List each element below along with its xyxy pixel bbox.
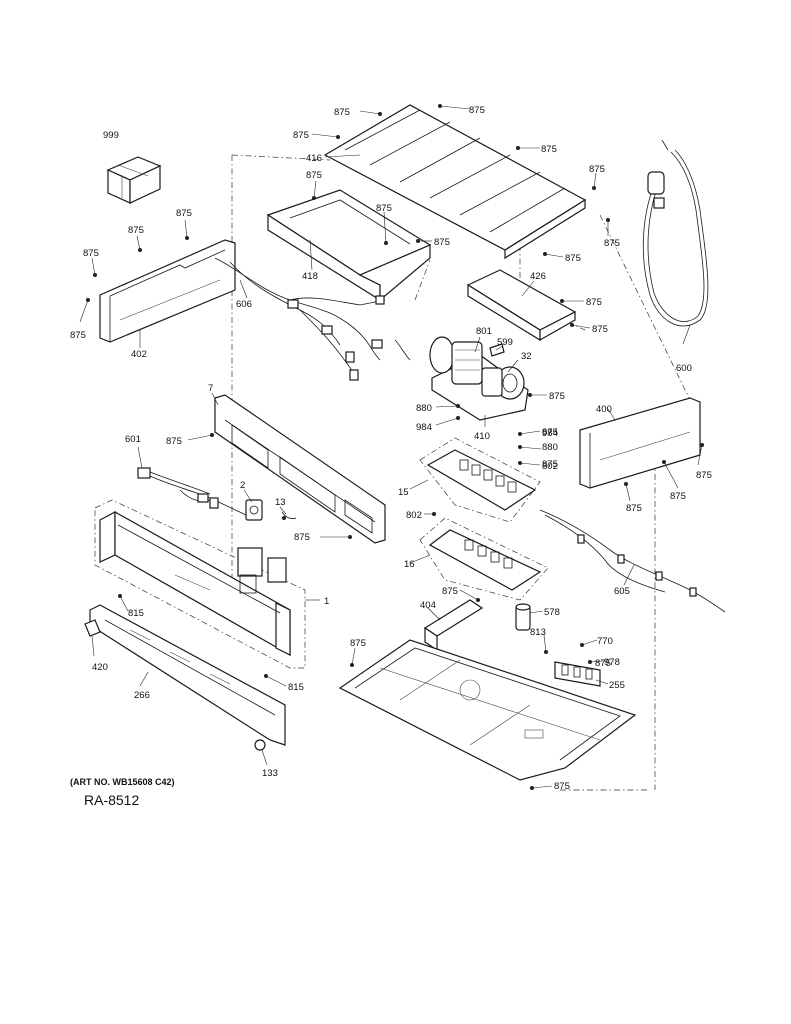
leader-lines xyxy=(79,104,704,790)
part-999-box xyxy=(106,156,162,204)
callout-label: 32 xyxy=(521,351,532,362)
callout-label: 402 xyxy=(131,349,147,360)
callout-label: 875 xyxy=(670,491,686,502)
callout-label: 875 xyxy=(166,436,182,447)
callout-label: 984 xyxy=(416,422,432,433)
callout-label: 875 xyxy=(176,208,192,219)
part-2-switch xyxy=(245,499,263,521)
callout-label: 880 xyxy=(542,442,558,453)
callout-label: 875 xyxy=(293,130,309,141)
part-402-side-panel xyxy=(99,239,236,343)
callout-label: 255 xyxy=(609,680,625,691)
part-416-top-cover xyxy=(323,104,587,260)
callout-label: 15 xyxy=(398,487,409,498)
callout-label: 875 xyxy=(128,225,144,236)
callout-label: 1 xyxy=(324,596,329,607)
callout-label: 880 xyxy=(416,403,432,414)
callout-label: 400 xyxy=(596,404,612,415)
callout-label: 875 xyxy=(350,638,366,649)
callout-label: 875 xyxy=(554,781,570,792)
callout-label: 606 xyxy=(236,299,252,310)
callout-label: 875 xyxy=(469,105,485,116)
callout-label: 984 xyxy=(542,428,558,439)
part-1-control-panel xyxy=(94,499,306,669)
callout-label: 875 xyxy=(306,170,322,181)
part-418-duct-cover xyxy=(266,189,432,302)
callout-label: 813 xyxy=(530,627,546,638)
callout-label: 875 xyxy=(542,459,558,470)
callout-label: 410 xyxy=(474,431,490,442)
callout-label: 600 xyxy=(676,363,692,374)
callout-label: 13 xyxy=(275,497,286,508)
callout-label: 875 xyxy=(565,253,581,264)
callout-label: 875 xyxy=(541,144,557,155)
part-606-wire-harness xyxy=(214,257,411,381)
part-578-capacitor xyxy=(515,603,531,631)
part-600-power-cord xyxy=(642,139,709,327)
callout-label: 875 xyxy=(376,203,392,214)
callout-label: 2 xyxy=(240,480,245,491)
callout-label: 578 xyxy=(544,607,560,618)
callout-label: 875 xyxy=(83,248,99,259)
part-601-harness xyxy=(137,467,253,519)
diagram-code: RA-8512 xyxy=(84,792,139,808)
callout-label: 605 xyxy=(614,586,630,597)
callout-label: 875 xyxy=(70,330,86,341)
callout-label: 802 xyxy=(406,510,422,521)
part-16-relay-board xyxy=(419,517,549,601)
part-605-harness xyxy=(539,509,726,613)
callout-labels: 875 875 875 416 875 875 875 875 875 875 … xyxy=(70,105,712,792)
part-426-bracket xyxy=(466,269,577,342)
art-number: (ART NO. WB15608 C42) xyxy=(70,777,175,787)
callout-label: 999 xyxy=(103,130,119,141)
callout-label: 875 xyxy=(595,658,611,669)
part-7-control-frame xyxy=(214,394,386,544)
part-404-bracket xyxy=(423,599,484,652)
callout-label: 815 xyxy=(288,682,304,693)
callout-label: 875 xyxy=(549,391,565,402)
callout-label: 601 xyxy=(125,434,141,445)
callout-label: 875 xyxy=(604,238,620,249)
callout-label: 875 xyxy=(586,297,602,308)
callout-label: 599 xyxy=(497,337,513,348)
callout-label: 875 xyxy=(434,237,450,248)
callout-label: 770 xyxy=(597,636,613,647)
callout-label: 7 xyxy=(208,383,213,394)
callout-label: 815 xyxy=(128,608,144,619)
callout-label: 426 xyxy=(530,271,546,282)
callout-label: 978 xyxy=(604,657,620,668)
callout-label: 416 xyxy=(306,153,322,164)
callout-label: 875 xyxy=(442,586,458,597)
part-420-end-cap xyxy=(84,619,101,637)
callout-label: 802 xyxy=(542,461,558,472)
callout-label: 875 xyxy=(592,324,608,335)
callout-label: 875 xyxy=(294,532,310,543)
callout-label: 418 xyxy=(302,271,318,282)
callout-label: 875 xyxy=(696,470,712,481)
callout-label: 875 xyxy=(542,427,558,438)
callout-label: 133 xyxy=(262,768,278,779)
part-base-plate xyxy=(338,639,637,781)
part-13-spring xyxy=(281,511,297,520)
callout-label: 404 xyxy=(420,600,436,611)
part-255-terminal-block xyxy=(554,661,601,687)
part-32-blower-assembly xyxy=(429,336,529,421)
callout-label: 16 xyxy=(404,559,415,570)
callout-label: 875 xyxy=(334,107,350,118)
callout-label: 266 xyxy=(134,690,150,701)
callout-label: 875 xyxy=(589,164,605,175)
callout-label: 801 xyxy=(476,326,492,337)
part-133-knob xyxy=(254,739,266,751)
part-15-control-board xyxy=(419,437,541,523)
callout-label: 875 xyxy=(626,503,642,514)
callout-label: 420 xyxy=(92,662,108,673)
